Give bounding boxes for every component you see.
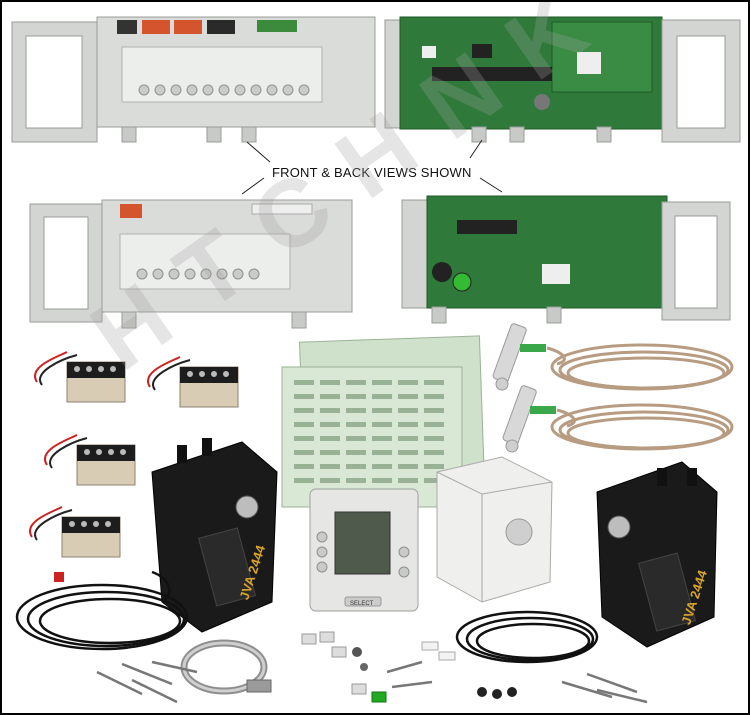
temperature-sensors: [492, 323, 734, 453]
sensor-cable-coil: [546, 343, 734, 391]
valve-actuator-right: [455, 461, 718, 664]
controller-front-view-top: [11, 16, 376, 143]
relay: [34, 351, 126, 403]
caption-pointer-line: [246, 141, 271, 163]
label-sheets: [281, 335, 485, 508]
small-fittings: [301, 631, 517, 703]
relay: [147, 356, 239, 408]
front-back-views-caption: FRONT & BACK VIEWS SHOWN: [272, 165, 472, 180]
controller-back-view-top: [384, 16, 741, 143]
sensor-cable-coil: [550, 403, 734, 451]
mounting-box: [436, 456, 553, 603]
controller-back-view-bottom: [401, 195, 731, 324]
valve-actuator-left: [15, 438, 278, 651]
actuator-cable-coil: [15, 570, 189, 651]
sensor-probe: [502, 385, 556, 453]
relay-group: [29, 351, 239, 558]
thermostat: [309, 488, 419, 612]
caption-pointer-line: [469, 139, 483, 159]
actuator-cable-coil: [455, 610, 599, 664]
sensor-probe: [492, 323, 546, 391]
relay: [44, 434, 136, 486]
caption-pointer-line: [479, 177, 503, 193]
thermostat-select-button: SELECT: [350, 601, 374, 607]
mounting-hardware: [96, 660, 648, 704]
caption-pointer-line: [241, 177, 265, 195]
controller-front-view-bottom: [29, 199, 353, 329]
hose-clamp: [180, 639, 272, 695]
relay: [29, 506, 121, 558]
